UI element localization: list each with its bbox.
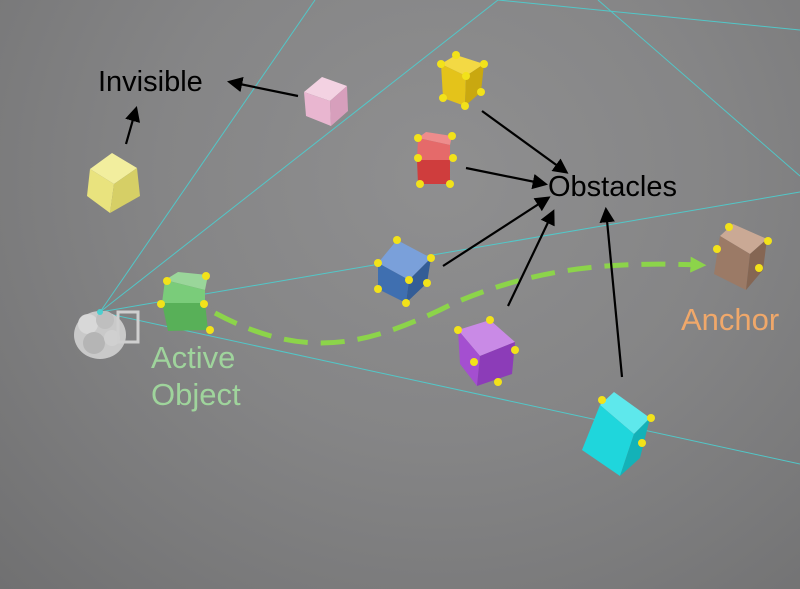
brown-cube xyxy=(713,223,772,290)
arrow-purple-to-obstacles xyxy=(507,209,555,307)
arrow-red-to-obstacles xyxy=(465,166,549,190)
pink-cube xyxy=(304,77,348,126)
red-cube xyxy=(414,132,457,188)
obstacles-label: Obstacles xyxy=(548,171,677,203)
arrow-cyan-to-obstacles xyxy=(599,206,624,378)
frustum-line xyxy=(99,0,316,313)
invisible-label: Invisible xyxy=(98,66,203,98)
arrow-pink-to-invisible xyxy=(226,76,299,98)
frustum-line xyxy=(597,0,800,177)
arrow-yellow-to-obstacles xyxy=(481,110,569,174)
yellow-cube xyxy=(437,51,488,110)
pale-yellow-cube xyxy=(87,153,140,213)
cyan-cube xyxy=(582,392,655,476)
anchor-label: Anchor xyxy=(681,302,780,337)
frustum-line xyxy=(99,191,800,313)
green-cube xyxy=(157,272,214,334)
active-object-label-line1: Active xyxy=(151,340,236,375)
blue-cube xyxy=(374,236,435,307)
frustum-line xyxy=(99,0,499,313)
annotation-arrows xyxy=(124,76,624,378)
camera-frustum xyxy=(99,0,800,465)
frustum-line xyxy=(497,0,800,31)
robot xyxy=(74,309,140,359)
purple-cube xyxy=(454,316,519,386)
arrow-paleyellow-to-invisible xyxy=(124,106,141,145)
active-object-label-line2: Object xyxy=(151,377,241,412)
arrow-blue-to-obstacles xyxy=(442,196,551,267)
planned-path xyxy=(213,256,707,346)
frustum-line xyxy=(99,311,800,465)
